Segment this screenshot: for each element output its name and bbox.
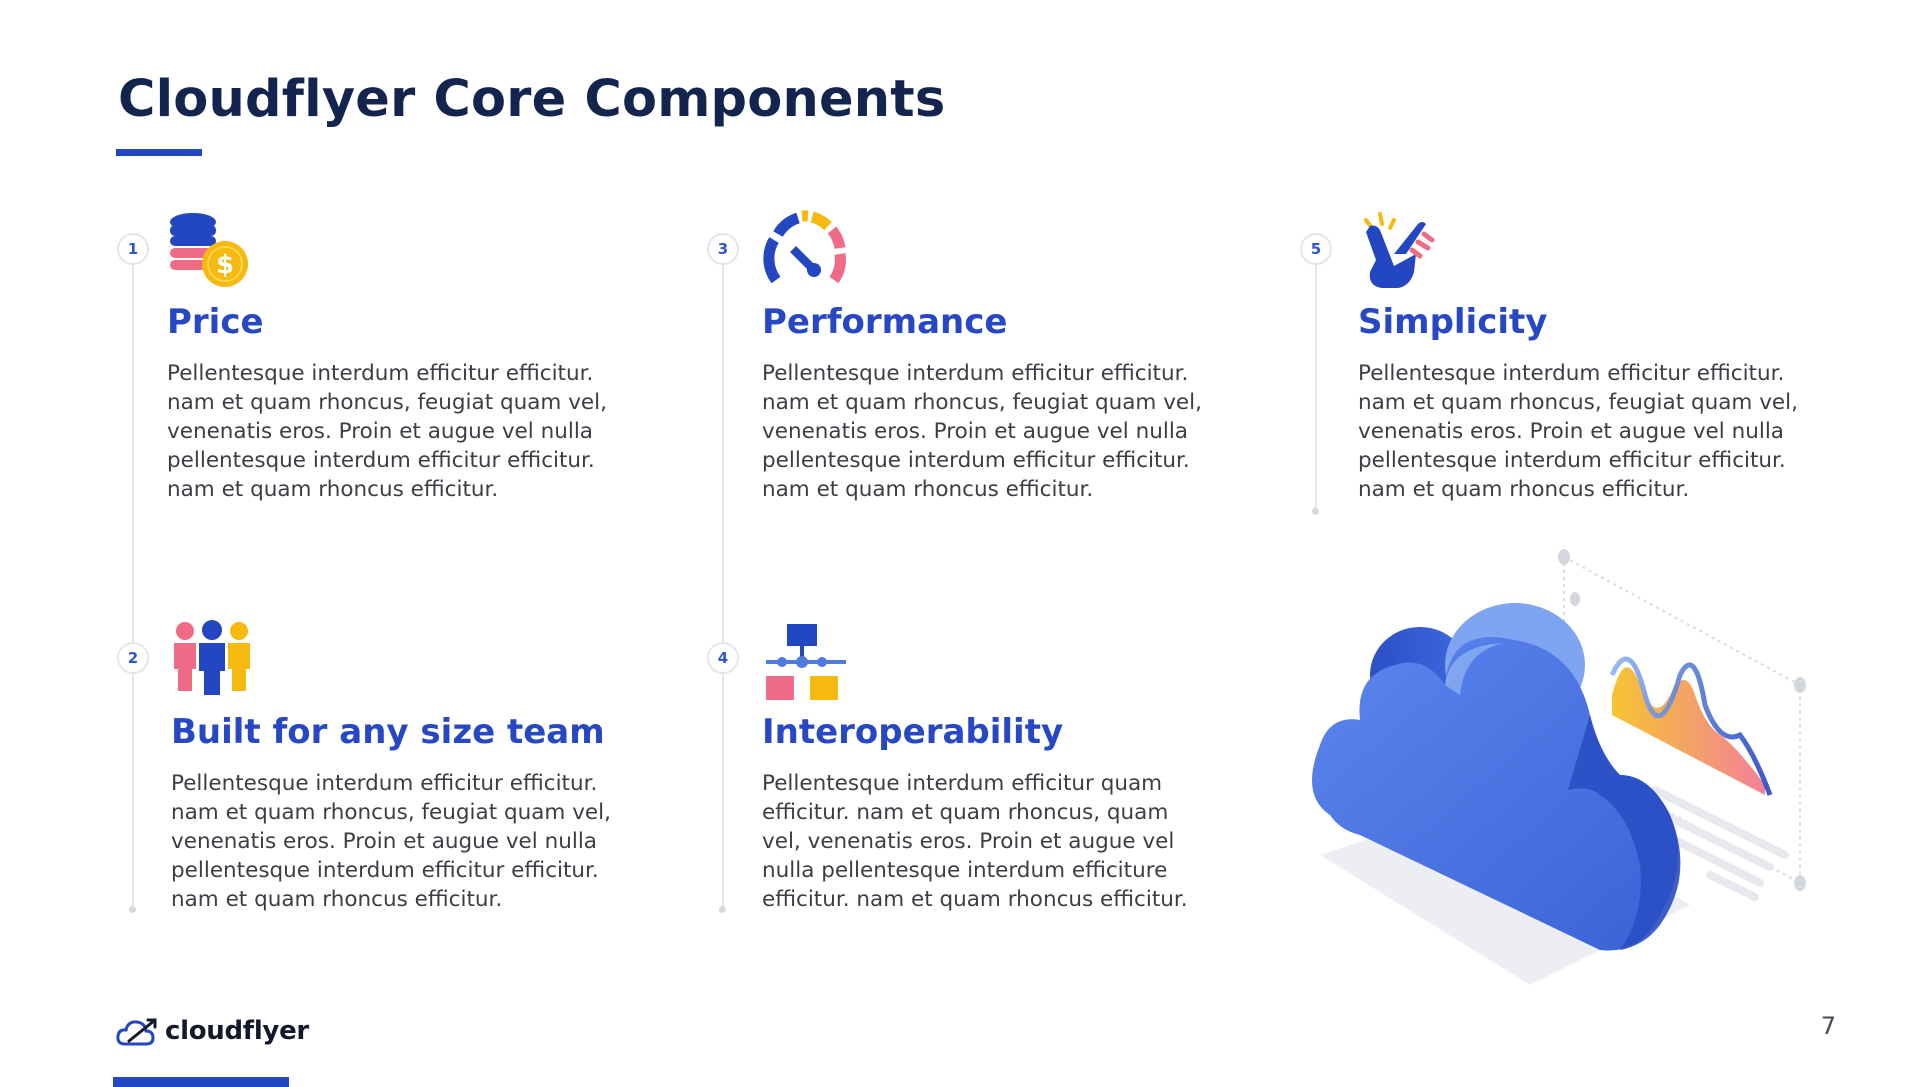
isometric-cloud-chart-icon [1300, 545, 1820, 1025]
card-description: Pellentesque interdum efficitur quam eff… [762, 771, 1188, 912]
timeline-end-dot [719, 906, 726, 913]
timeline-line [1315, 250, 1317, 510]
step-number-badge: 1 [117, 233, 149, 265]
card-description: Pellentesque interdum efficitur efficitu… [167, 361, 607, 502]
brand-logo: cloudflyer [115, 1014, 309, 1048]
card-title-simplicity: Simplicity [1358, 302, 1548, 342]
card-title-price: Price [167, 302, 264, 342]
timeline-line [722, 250, 724, 910]
coins-dollar-icon: $ [168, 208, 252, 292]
network-hierarchy-icon [764, 620, 848, 704]
card-description: Pellentesque interdum efficitur efficitu… [171, 771, 611, 912]
speedometer-icon [762, 210, 846, 294]
page-number: 7 [1820, 1012, 1836, 1040]
team-people-icon [170, 617, 254, 701]
card-title-interoperability: Interoperability [762, 712, 1064, 752]
hand-tap-icon [1358, 210, 1442, 294]
card-title-performance: Performance [762, 302, 1008, 342]
card-description: Pellentesque interdum efficitur efficitu… [762, 361, 1202, 502]
timeline-line [132, 250, 134, 910]
brand-name: cloudflyer [165, 1016, 309, 1046]
card-description: Pellentesque interdum efficitur efficitu… [1358, 361, 1798, 502]
step-number-badge: 5 [1300, 233, 1332, 265]
svg-text:$: $ [216, 250, 234, 280]
cloudflyer-logo-icon [115, 1014, 159, 1048]
title-underline [116, 149, 202, 156]
card-title-team: Built for any size team [171, 712, 605, 752]
slide-title: Cloudflyer Core Components [118, 70, 946, 129]
timeline-end-dot [1312, 508, 1319, 515]
step-number-badge: 2 [117, 642, 149, 674]
step-number-badge: 4 [707, 642, 739, 674]
step-number-badge: 3 [707, 233, 739, 265]
footer-accent-bar [113, 1077, 289, 1087]
timeline-end-dot [129, 906, 136, 913]
